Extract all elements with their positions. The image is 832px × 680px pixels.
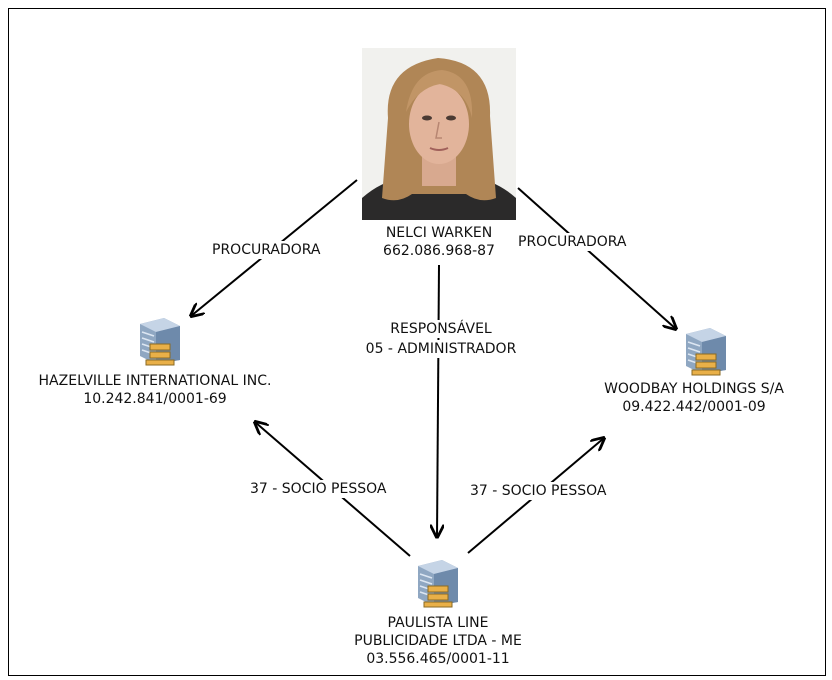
edge-label-socio-right: 37 - SOCIO PESSOA (468, 482, 609, 500)
edge-label-procuradora-right: PROCURADORA (516, 233, 629, 251)
edge-person-to-paulista (437, 264, 439, 537)
edge-label-procuradora-left: PROCURADORA (210, 241, 323, 259)
office-building-icon (414, 558, 462, 612)
person-photo (362, 48, 516, 220)
edge-label-socio-left: 37 - SOCIO PESSOA (248, 480, 389, 498)
paulista-name-line1: PAULISTA LINE (387, 615, 489, 631)
office-building-icon (136, 316, 184, 370)
person-id: 662.086.968-87 (383, 243, 495, 259)
edge-label-responsavel: RESPONSÁVEL (339, 320, 543, 338)
woodbay-id: 09.422.442/0001-09 (622, 399, 766, 415)
hazelville-id: 10.242.841/0001-69 (83, 391, 227, 407)
hazelville-name: HAZELVILLE INTERNATIONAL INC. (38, 373, 272, 389)
woodbay-name: WOODBAY HOLDINGS S/A (604, 381, 784, 397)
paulista-name-line2: PUBLICIDADE LTDA - ME (354, 633, 522, 649)
person-name: NELCI WARKEN (385, 225, 493, 241)
office-building-icon (682, 326, 730, 380)
paulista-id: 03.556.465/0001-11 (366, 651, 510, 667)
edge-label-administrador: 05 - ADMINISTRADOR (339, 340, 543, 358)
edge-person-to-woodbay (517, 187, 676, 329)
